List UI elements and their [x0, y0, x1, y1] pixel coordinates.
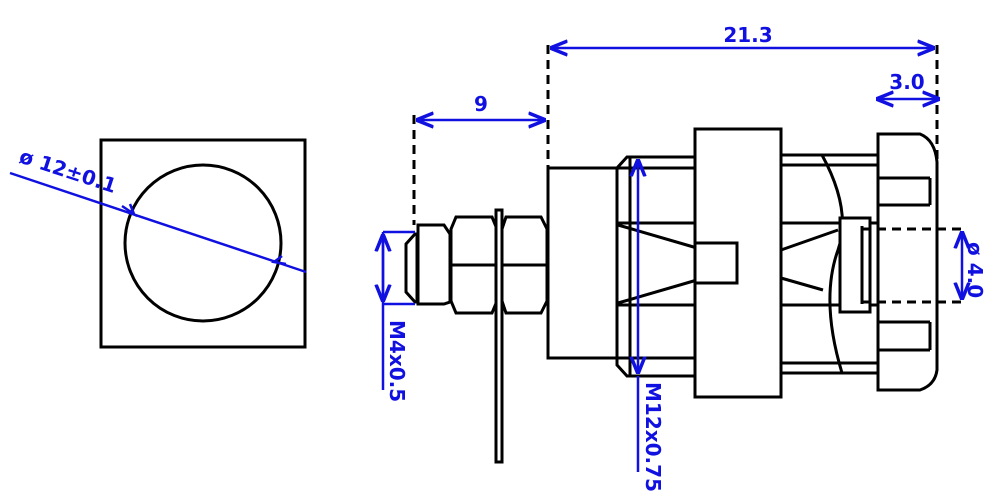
hole-insert	[838, 216, 872, 314]
stud-nut-small	[416, 223, 452, 306]
stud-length-label: 9	[474, 92, 488, 116]
end-cap	[876, 132, 939, 392]
body-block	[546, 166, 620, 360]
diameter-line	[9, 171, 307, 274]
overall-length-label: 21.3	[723, 23, 772, 47]
thread-curve	[820, 154, 844, 374]
small-thread-label: M4x0.5	[385, 320, 409, 402]
front-view-square	[99, 138, 307, 349]
washer-plate	[494, 208, 504, 464]
hole-hidden-lines	[862, 227, 962, 304]
main-thread-label: M12x0.75	[641, 382, 665, 492]
cone-lines-right	[780, 228, 839, 292]
cap-length-label: 3.0	[889, 70, 924, 94]
front-view-circle	[123, 163, 283, 323]
front-diameter-label: ø 12±0.1	[16, 144, 119, 198]
flange-slot	[693, 241, 739, 285]
diameter-arrows	[121, 203, 287, 266]
hole-diameter-label: ø 4.0	[963, 242, 987, 298]
front-view: ø 12±0.1	[9, 138, 307, 349]
side-view	[404, 127, 962, 464]
